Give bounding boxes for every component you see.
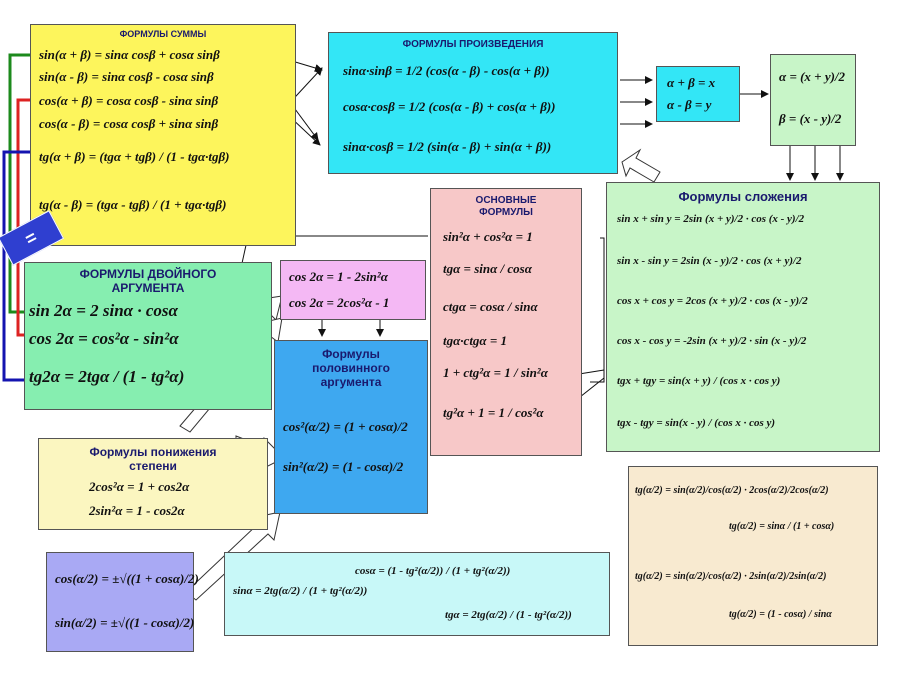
- solution-1: α = (x + y)/2: [779, 69, 846, 84]
- product-formulas-title: ФОРМУЛЫ ПРОИЗВЕДЕНИЯ: [402, 39, 544, 50]
- sum-formulas-title: ФОРМУЛЫ СУММЫ: [119, 29, 207, 39]
- half-root-formula-1: cos(α/2) = ±√((1 + cosα)/2): [55, 571, 199, 586]
- product-formula-2: cosα·cosβ = 1/2 (cos(α - β) + cos(α + β)…: [343, 99, 556, 114]
- basic-formula-4: tgα·ctgα = 1: [443, 333, 508, 348]
- double-argument-title: ФОРМУЛЫ ДВОЙНОГО АРГУМЕНТА: [79, 267, 217, 295]
- half-argument-title: Формулы половинного аргумента: [312, 347, 390, 389]
- half-root-formula-2: sin(α/2) = ±√((1 - cosα)/2): [55, 615, 195, 630]
- double-formula-1: sin 2α = 2 sinα · cosα: [29, 301, 178, 320]
- universal-formula-sin: sinα = 2tg(α/2) / (1 + tg²(α/2)): [233, 585, 368, 597]
- basic-formulas-title: ОСНОВНЫЕ ФОРМУЛЫ: [475, 195, 537, 218]
- addition-formula-4: cos x - cos y = -2sin (x + y)/2 · sin (x…: [617, 335, 807, 347]
- cos2-formula-2: cos 2α = 2cos²α - 1: [289, 295, 390, 310]
- solution-2: β = (x - y)/2: [779, 111, 842, 126]
- universal-formula-tg: tgα = 2tg(α/2) / (1 - tg²(α/2)): [445, 609, 572, 621]
- basic-formula-5: 1 + ctg²α = 1 / sin²α: [443, 365, 548, 380]
- tg-half-box: tg(α/2) = sin(α/2)/cos(α/2) · 2cos(α/2)/…: [628, 466, 878, 646]
- solution-box: α = (x + y)/2 β = (x - y)/2: [770, 54, 856, 146]
- tg-half-formula-1: tg(α/2) = sin(α/2)/cos(α/2) · 2cos(α/2)/…: [635, 485, 829, 496]
- half-argument-box: Формулы половинного аргумента cos²(α/2) …: [274, 340, 428, 514]
- power-reduction-box: Формулы понижения степени 2cos²α = 1 + c…: [38, 438, 268, 530]
- half-formula-2: sin²(α/2) = (1 - cosα)/2: [283, 459, 404, 474]
- equals-label: =: [21, 226, 41, 250]
- double-argument-box: ФОРМУЛЫ ДВОЙНОГО АРГУМЕНТА sin 2α = 2 si…: [24, 262, 272, 410]
- basic-formula-6: tg²α + 1 = 1 / cos²α: [443, 405, 544, 420]
- sum-formulas-box: ФОРМУЛЫ СУММЫ sin(α + β) = sinα cosβ + c…: [30, 24, 296, 246]
- cos2-box: cos 2α = 1 - 2sin²α cos 2α = 2cos²α - 1: [280, 260, 426, 320]
- universal-formula-cos: cosα = (1 - tg²(α/2)) / (1 + tg²(α/2)): [355, 565, 511, 577]
- power-reduction-title: Формулы понижения степени: [89, 445, 217, 473]
- product-formula-3: sinα·cosβ = 1/2 (sin(α - β) + sin(α + β)…: [343, 139, 552, 154]
- double-formula-2: cos 2α = cos²α - sin²α: [29, 329, 179, 348]
- addition-formulas-box: Формулы сложения sin x + sin y = 2sin (x…: [606, 182, 880, 452]
- addition-formula-3: cos x + cos y = 2cos (x + y)/2 · cos (x …: [617, 295, 808, 307]
- tg-half-formula-4: tg(α/2) = (1 - cosα) / sinα: [729, 609, 832, 620]
- basic-formula-2: tgα = sinα / cosα: [443, 261, 532, 276]
- cos2-formula-1: cos 2α = 1 - 2sin²α: [289, 269, 388, 284]
- double-formula-3: tg2α = 2tgα / (1 - tg²α): [29, 367, 185, 386]
- basic-formula-3: ctgα = cosα / sinα: [443, 299, 538, 314]
- power-reduction-formula-1: 2cos²α = 1 + cos2α: [89, 479, 190, 494]
- tg-half-formula-3: tg(α/2) = sin(α/2)/cos(α/2) · 2sin(α/2)/…: [635, 571, 827, 582]
- substitution-2: α - β = y: [667, 97, 712, 112]
- power-reduction-formula-2: 2sin²α = 1 - cos2α: [89, 503, 185, 518]
- half-formula-1: cos²(α/2) = (1 + cosα)/2: [283, 419, 408, 434]
- sum-formula-6: tg(α - β) = (tgα - tgβ) / (1 + tgα·tgβ): [39, 197, 227, 212]
- half-root-box: cos(α/2) = ±√((1 + cosα)/2) sin(α/2) = ±…: [46, 552, 199, 652]
- addition-formula-5: tgx + tgy = sin(x + y) / (cos x · cos y): [617, 375, 781, 387]
- addition-formulas-title: Формулы сложения: [678, 189, 808, 204]
- basic-formula-1: sin²α + cos²α = 1: [443, 229, 533, 244]
- substitution-1: α + β = x: [667, 75, 716, 90]
- sum-formula-4: cos(α - β) = cosα cosβ + sinα sinβ: [39, 116, 219, 131]
- product-formulas-box: ФОРМУЛЫ ПРОИЗВЕДЕНИЯ sinα·sinβ = 1/2 (co…: [328, 32, 618, 174]
- sum-formula-5: tg(α + β) = (tgα + tgβ) / (1 - tgα·tgβ): [39, 149, 230, 164]
- basic-formulas-box: ОСНОВНЫЕ ФОРМУЛЫ sin²α + cos²α = 1 tgα =…: [430, 188, 582, 456]
- sum-formula-3: cos(α + β) = cosα cosβ - sinα sinβ: [39, 93, 219, 108]
- sum-formula-2: sin(α - β) = sinα cosβ - cosα sinβ: [39, 69, 214, 84]
- addition-formula-1: sin x + sin y = 2sin (x + y)/2 · cos (x …: [617, 213, 805, 225]
- product-formula-1: sinα·sinβ = 1/2 (cos(α - β) - cos(α + β)…: [343, 63, 550, 78]
- substitution-box: α + β = x α - β = y: [656, 66, 740, 122]
- tg-half-formula-2: tg(α/2) = sinα / (1 + cosα): [729, 521, 835, 532]
- sum-formula-1: sin(α + β) = sinα cosβ + cosα sinβ: [39, 47, 220, 62]
- addition-formula-6: tgx - tgy = sin(x - y) / (cos x · cos y): [617, 417, 776, 429]
- addition-formula-2: sin x - sin y = 2sin (x - y)/2 · cos (x …: [617, 255, 802, 267]
- universal-substitution-box: sinα = 2tg(α/2) / (1 + tg²(α/2)) cosα = …: [224, 552, 610, 636]
